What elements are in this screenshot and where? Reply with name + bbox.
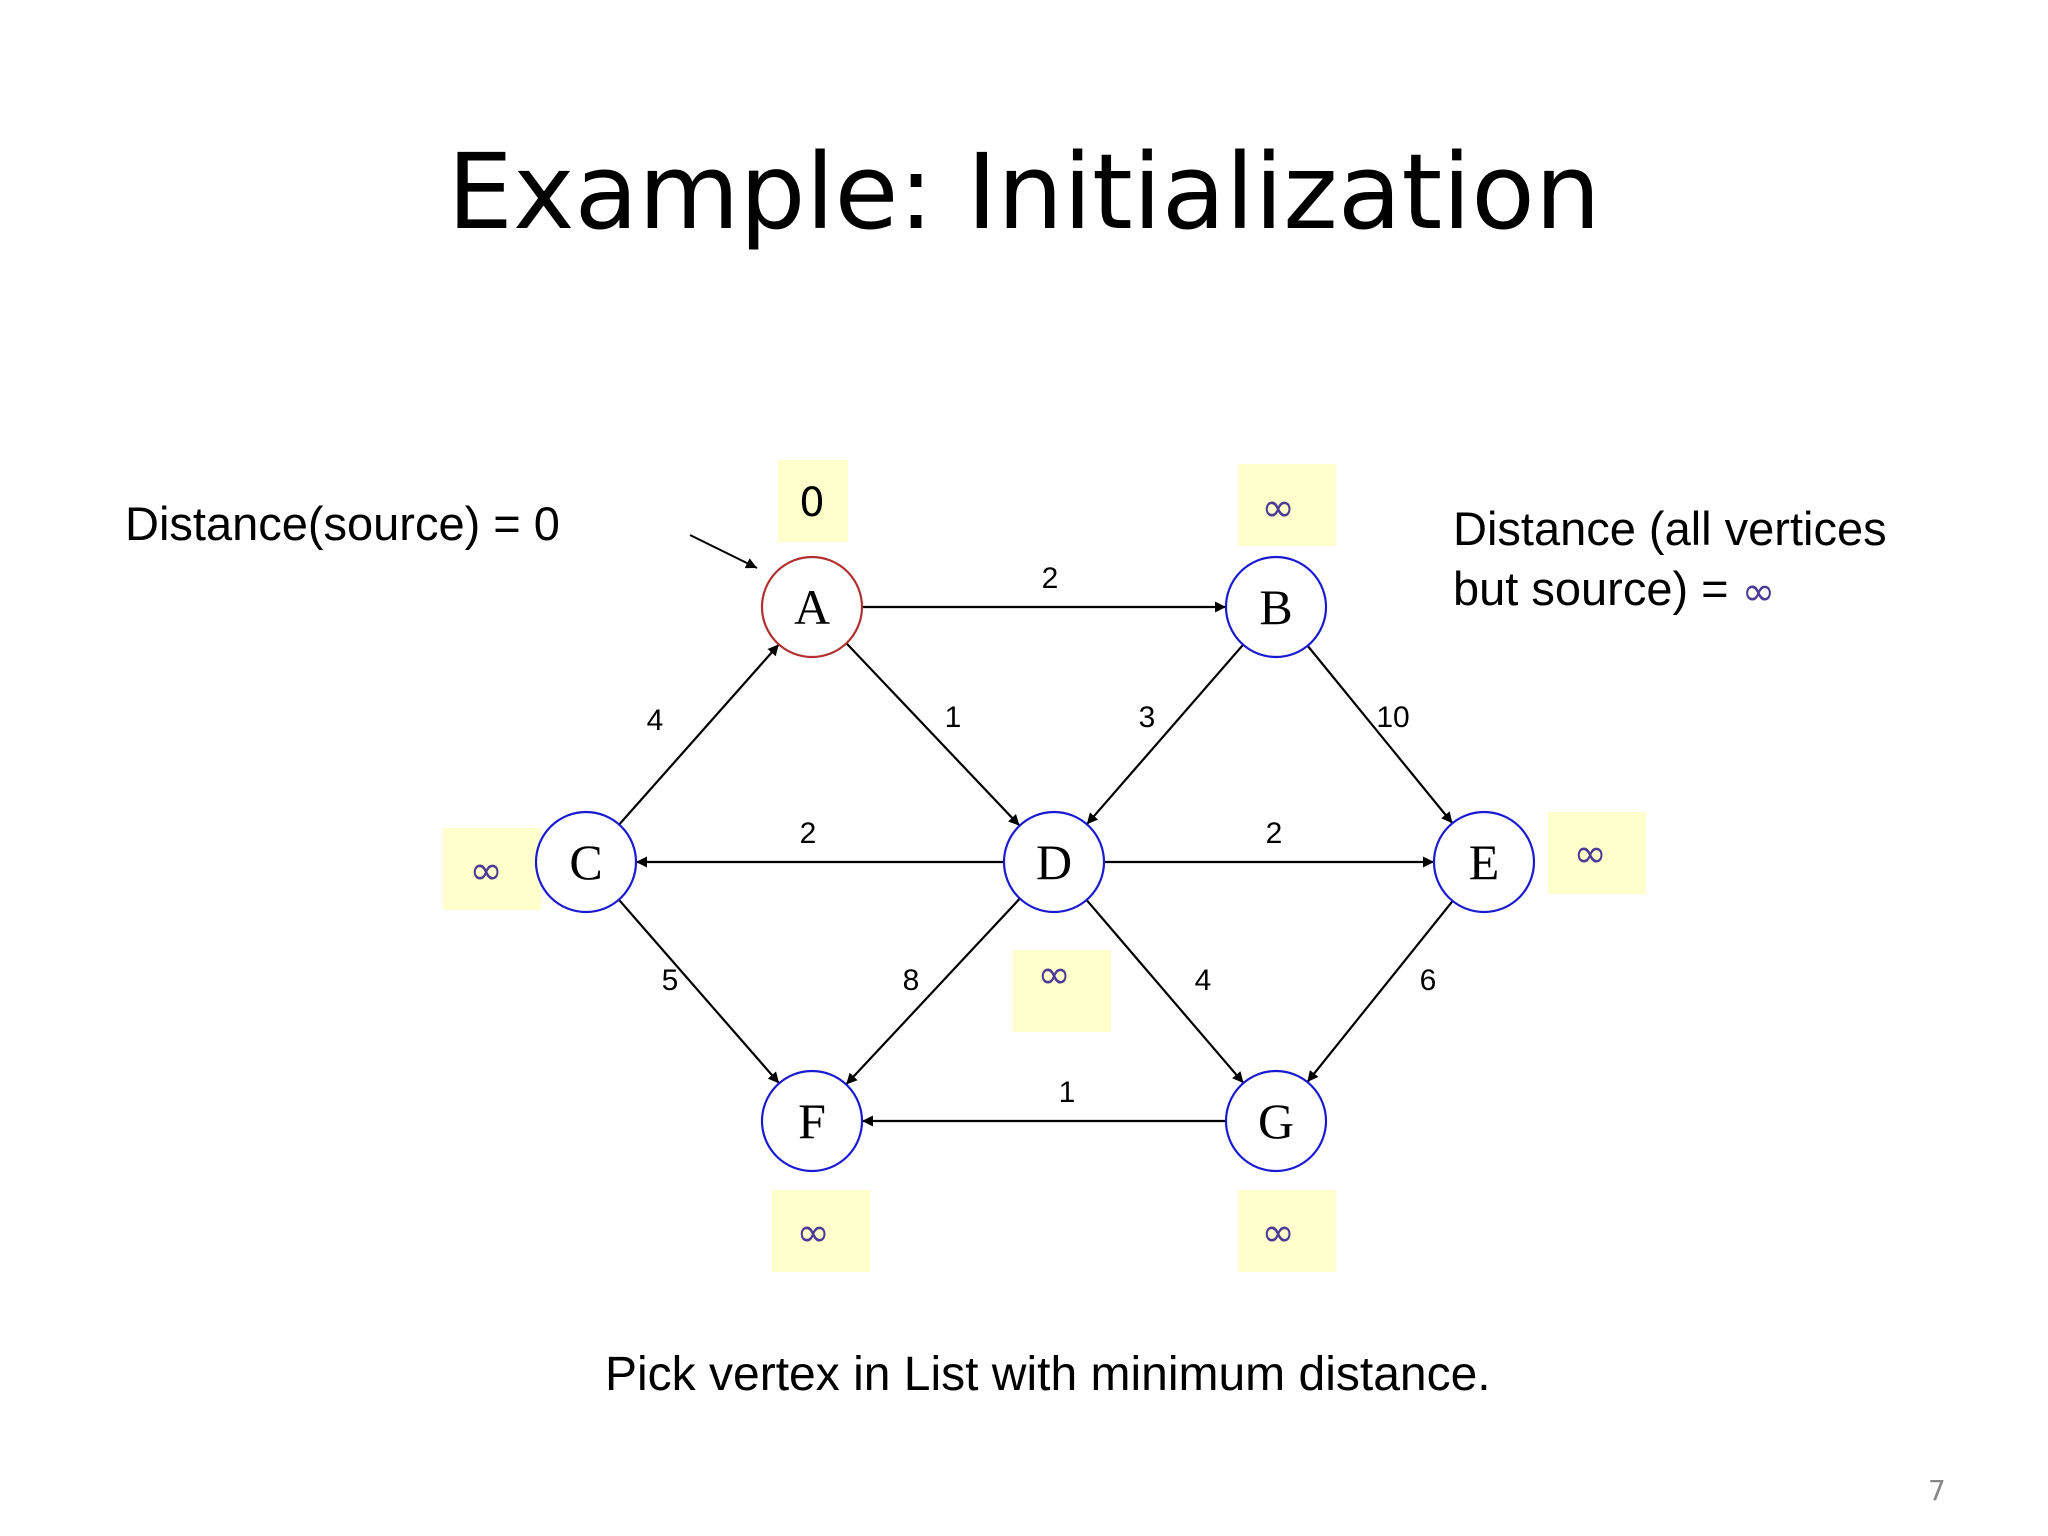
infinity-symbol: ∞	[1742, 569, 1775, 615]
node-label-f: F	[798, 1093, 826, 1149]
edges-layer: 2 1 3 10 4 5 2 2 8 4 6 1	[618, 562, 1454, 1127]
distance-value-a: 0	[799, 480, 824, 526]
page-number: 7	[1928, 1474, 1946, 1507]
distance-value-c: ∞	[469, 848, 502, 894]
edge-weight-d-g: 4	[1195, 964, 1212, 997]
all-distance-note-text: but source) =	[1453, 562, 1742, 615]
distance-box-d	[1013, 950, 1111, 1032]
node-g	[1224, 1069, 1328, 1173]
node-e	[1432, 810, 1536, 914]
node-a	[760, 555, 864, 659]
edge-weight-d-e: 2	[1266, 817, 1283, 850]
nodes-layer: A B C D E F G	[534, 555, 1536, 1173]
source-distance-note: Distance(source) = 0	[125, 497, 560, 550]
node-label-b: B	[1259, 579, 1292, 635]
node-d	[1002, 810, 1106, 914]
distance-value-b: ∞	[1261, 485, 1294, 531]
distance-value-e: ∞	[1573, 831, 1606, 877]
node-b	[1224, 555, 1328, 659]
edge-d-f	[845, 897, 1021, 1086]
node-f	[760, 1069, 864, 1173]
edge-weight-a-b: 2	[1042, 562, 1059, 595]
edge-weight-b-d: 3	[1139, 701, 1156, 734]
edge-weight-g-f: 1	[1059, 1076, 1076, 1109]
slide-title: Example: Initialization	[447, 131, 1601, 253]
distance-value-g: ∞	[1261, 1210, 1294, 1256]
all-distance-note-line2: but source) = ∞	[1453, 562, 1775, 615]
all-distance-note-line1: Distance (all vertices	[1453, 502, 1887, 555]
distance-box-b	[1238, 464, 1336, 546]
edge-a-d	[845, 642, 1021, 827]
distance-box-f	[772, 1190, 870, 1272]
edge-weight-b-e: 10	[1376, 701, 1409, 734]
distance-box-c	[443, 828, 541, 910]
edge-b-d	[1086, 643, 1244, 826]
distance-value-f: ∞	[796, 1210, 829, 1256]
edge-weight-d-c: 2	[800, 817, 817, 850]
distance-value-d: ∞	[1037, 952, 1070, 998]
edge-e-g	[1306, 900, 1454, 1083]
edge-b-e	[1306, 645, 1454, 824]
bottom-instruction: Pick vertex in List with minimum distanc…	[605, 1348, 1491, 1401]
distance-box-e	[1548, 812, 1646, 894]
node-label-a: A	[794, 579, 830, 635]
distance-labels-layer: 0 ∞ ∞ ∞ ∞ ∞ ∞	[443, 460, 1646, 1272]
edge-weight-e-g: 6	[1420, 964, 1437, 997]
node-c	[534, 810, 638, 914]
edge-weight-c-f: 5	[662, 964, 679, 997]
edge-c-f	[618, 898, 780, 1085]
edge-c-a	[618, 643, 780, 826]
node-label-d: D	[1036, 834, 1072, 890]
edge-weight-d-f: 8	[903, 964, 920, 997]
edge-weight-a-d: 1	[945, 701, 962, 734]
distance-box-g	[1238, 1190, 1336, 1272]
distance-box-a	[778, 460, 848, 542]
source-pointer-arrow	[689, 534, 758, 569]
node-label-e: E	[1469, 834, 1500, 890]
node-label-c: C	[569, 834, 602, 890]
edge-d-g	[1085, 899, 1245, 1084]
edge-weight-c-a: 4	[647, 704, 664, 737]
node-label-g: G	[1258, 1093, 1294, 1149]
